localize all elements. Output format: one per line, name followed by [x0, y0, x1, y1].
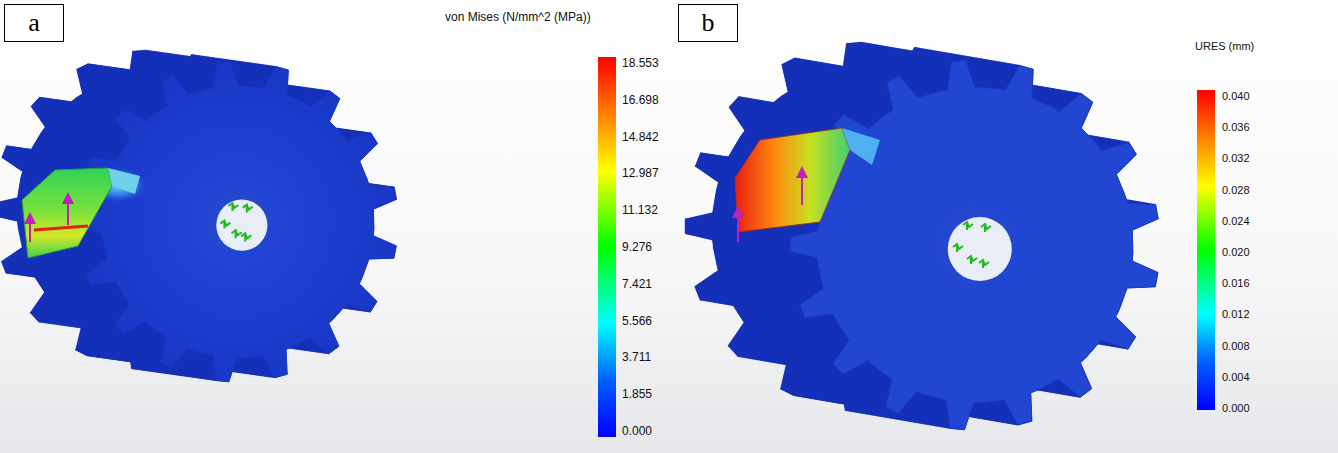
- colorbar-value: 14.842: [622, 131, 659, 144]
- colorbar-value: 0.000: [1222, 402, 1250, 414]
- tooth-end: [842, 128, 880, 165]
- colorbar-title: URES (mm): [1195, 40, 1254, 52]
- tooth-end: [108, 168, 140, 194]
- panel-letter-box: b: [678, 4, 738, 42]
- gear-face: [78, 62, 396, 382]
- fixture-mark: [232, 230, 242, 238]
- fixture-mark: [220, 221, 230, 229]
- force-arrow: [801, 172, 803, 205]
- colorbar-title: von Mises (N/mm^2 (MPa)): [445, 11, 591, 24]
- colorbar-value: 0.008: [1222, 340, 1250, 352]
- fixture-mark: [981, 224, 991, 232]
- colorbar-value: 5.566: [622, 315, 652, 328]
- fixture-mark: [953, 244, 963, 252]
- colorbar-value: 0.024: [1222, 215, 1250, 227]
- colorbar-value: 1.855: [622, 389, 652, 402]
- force-arrow: [29, 218, 31, 242]
- fixture-mark: [241, 233, 251, 241]
- bore-inside: [948, 217, 1012, 281]
- fixture-mark: [243, 205, 253, 213]
- colorbar-value: 0.036: [1222, 121, 1250, 133]
- panel-letter: b: [702, 10, 715, 36]
- fixture-mark: [963, 222, 973, 230]
- force-arrow: [67, 198, 69, 225]
- gear-face: [790, 60, 1158, 429]
- colorbar-value: 0.000: [622, 425, 652, 438]
- colorbar-value: 0.028: [1222, 184, 1250, 196]
- colorbar-value: 11.132: [622, 205, 658, 218]
- fixture-mark: [228, 203, 238, 211]
- colorbar: [1197, 90, 1215, 410]
- fixture-mark: [967, 256, 977, 264]
- gear-bore: [935, 205, 1015, 285]
- panel-letter-box: a: [4, 4, 64, 42]
- loaded-tooth: [22, 168, 112, 258]
- colorbar-value: 0.012: [1222, 308, 1250, 320]
- colorbar-value: 16.698: [622, 94, 659, 107]
- colorbar-value: 0.040: [1222, 90, 1250, 102]
- colorbar-value: 18.553: [622, 57, 659, 70]
- stress-line: [34, 226, 88, 230]
- colorbar-value: 0.016: [1222, 277, 1250, 289]
- colorbar-value: 0.020: [1222, 246, 1250, 258]
- colorbar-value: 0.004: [1222, 371, 1250, 383]
- colorbar-value: 9.276: [622, 241, 652, 254]
- colorbar-value: 0.032: [1222, 152, 1250, 164]
- gear-bore: [206, 190, 270, 254]
- loaded-tooth: [735, 128, 850, 232]
- force-arrow: [737, 212, 739, 242]
- colorbar-value: 3.711: [622, 352, 651, 365]
- colorbar-value: 7.421: [622, 278, 652, 291]
- panel-letter: a: [28, 10, 40, 36]
- bore-inside: [216, 200, 267, 251]
- colorbar-value: 12.987: [622, 168, 659, 181]
- colorbar: [598, 57, 616, 437]
- fixture-mark: [979, 260, 989, 268]
